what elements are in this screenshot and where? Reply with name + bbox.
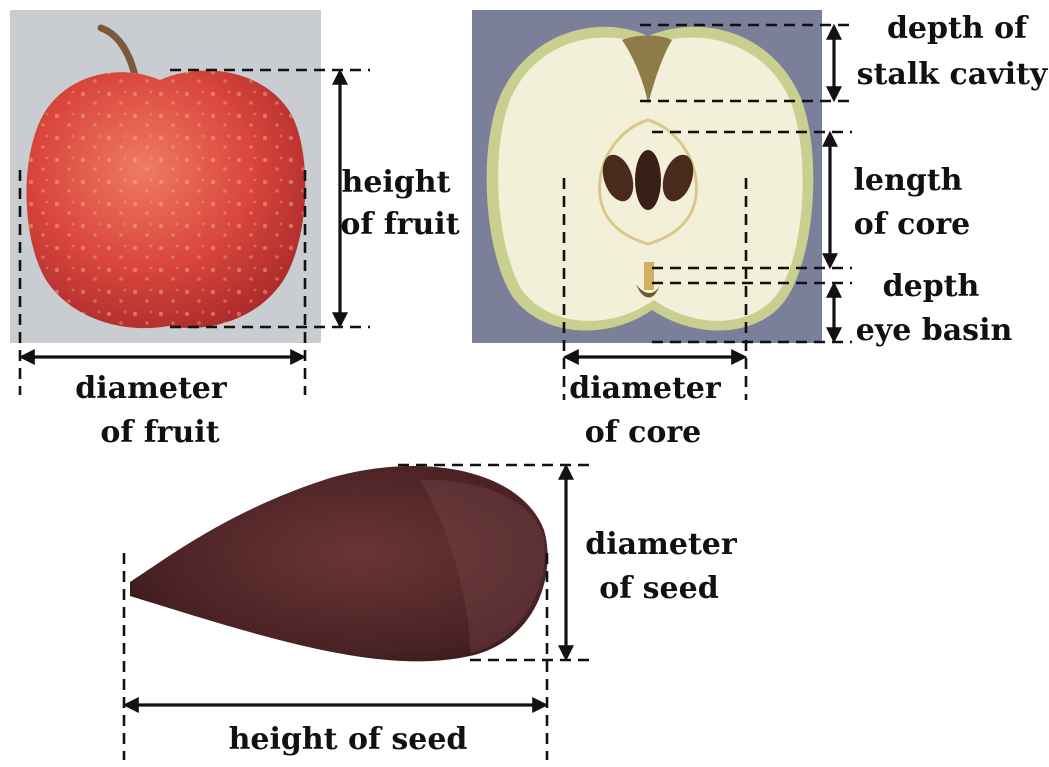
- apple-lenticels: [27, 71, 306, 329]
- label-diameter-of-core: diameter of core: [569, 371, 722, 450]
- label-length-of-core: length of core: [854, 163, 971, 242]
- label-line: length: [854, 163, 963, 198]
- seed-photo: [130, 466, 548, 661]
- label-line: of fruit: [100, 415, 219, 450]
- label-height-of-seed: height of seed: [229, 722, 468, 757]
- label-line: diameter: [569, 371, 722, 406]
- label-depth-eye-basin: depth eye basin: [856, 269, 1013, 348]
- label-line: diameter: [75, 371, 228, 406]
- label-line: of core: [854, 207, 971, 242]
- label-diameter-of-fruit: diameter of fruit: [75, 371, 228, 450]
- label-line: height of seed: [229, 722, 468, 757]
- label-line: depth of: [887, 11, 1029, 46]
- label-line: diameter: [585, 527, 738, 562]
- whole-apple-photo: [10, 10, 321, 343]
- label-depth-of-stalk-cavity: depth of stalk cavity: [857, 11, 1049, 92]
- seed-in-core: [635, 150, 661, 210]
- eye-calyx: [644, 262, 654, 290]
- label-line: of core: [585, 415, 702, 450]
- label-line: depth: [883, 269, 980, 304]
- label-line: of fruit: [340, 207, 459, 242]
- label-line: eye basin: [856, 313, 1013, 348]
- label-line: of seed: [599, 571, 718, 606]
- label-height-of-fruit: height of fruit: [340, 165, 459, 242]
- label-line: stalk cavity: [857, 57, 1049, 92]
- label-line: height: [342, 165, 451, 200]
- label-diameter-of-seed: diameter of seed: [585, 527, 738, 606]
- cut-apple-photo: [472, 10, 822, 343]
